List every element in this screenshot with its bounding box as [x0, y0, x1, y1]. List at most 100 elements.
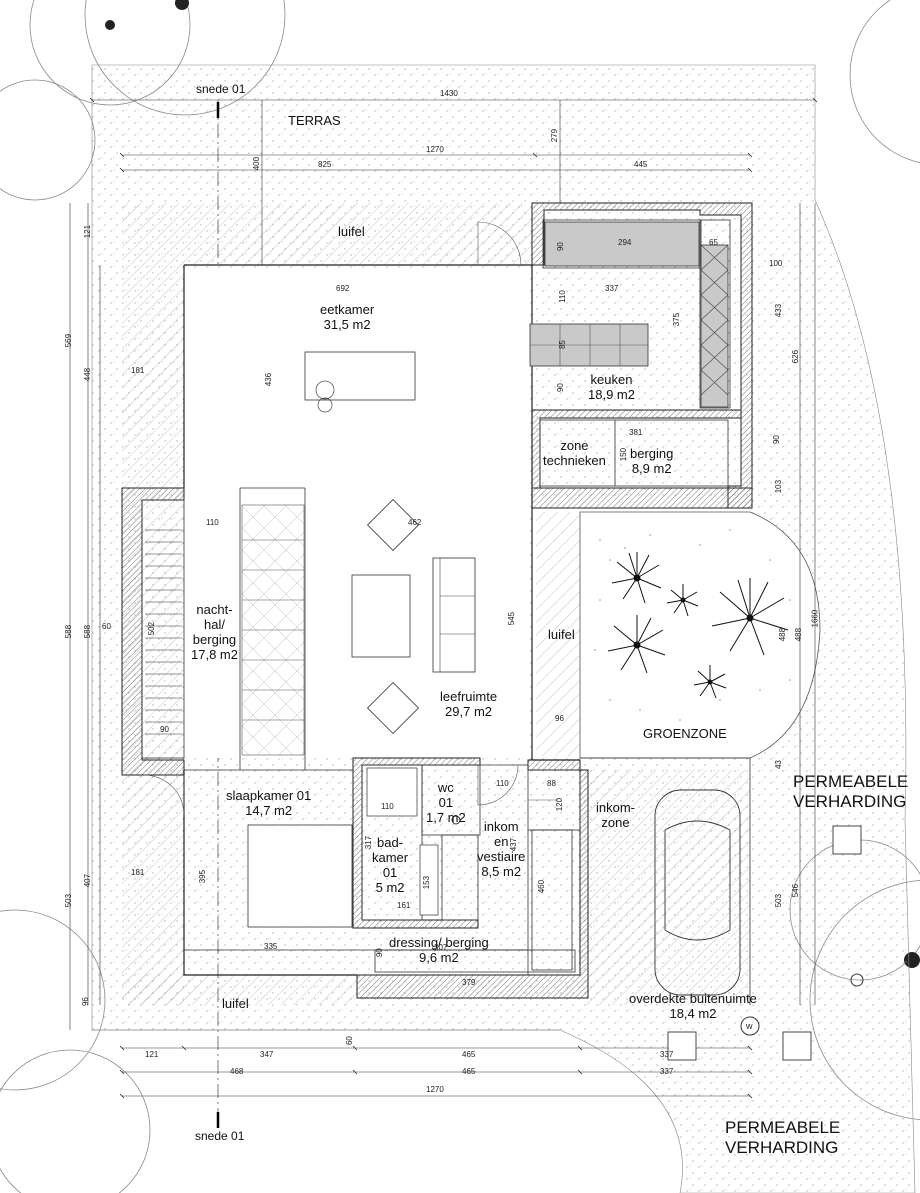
dim-379: 379: [462, 978, 476, 987]
water-meter-label: w: [746, 1021, 753, 1031]
dim-375: 375: [672, 312, 682, 327]
dim-545: 545: [507, 611, 517, 626]
dim-153: 153: [422, 875, 432, 890]
kitchen-counter: [544, 221, 700, 267]
dim-b1270: 1270: [426, 1085, 444, 1094]
dim-400: 400: [252, 156, 262, 171]
green-zone-speckles: [594, 529, 791, 721]
dim-b465b: 465: [462, 1067, 476, 1076]
dim-110b: 110: [206, 518, 219, 527]
living-area-white: [186, 268, 530, 756]
dim-337a: 337: [605, 284, 619, 293]
dim-181a: 181: [131, 366, 145, 375]
dim-692: 692: [336, 284, 350, 293]
dim-90d: 90: [160, 725, 169, 734]
dim-395: 395: [198, 869, 208, 884]
thick-walls: [121, 202, 753, 999]
dim-448: 448: [83, 367, 93, 382]
dim-90c: 90: [771, 435, 781, 445]
wc-bowl: [451, 815, 461, 825]
dim-b468: 468: [230, 1067, 244, 1076]
dim-502: 502: [147, 621, 157, 636]
room-inkomzone: inkom-zone: [596, 800, 636, 830]
coffee-table: [351, 574, 411, 658]
dim-588: 588: [64, 624, 74, 639]
dim-85: 85: [557, 340, 567, 350]
dim-90b: 90: [555, 383, 565, 393]
dining-table: [304, 351, 416, 401]
dim-120: 120: [555, 797, 565, 812]
dim-1270-top: 1270: [426, 145, 444, 154]
dim-546: 546: [791, 883, 801, 898]
label-terras: TERRAS: [288, 113, 341, 128]
dim-335: 335: [264, 942, 278, 951]
dim-407: 407: [83, 873, 93, 888]
dim-294: 294: [618, 238, 632, 247]
dim-825: 825: [318, 160, 332, 169]
dim-488a: 488: [778, 627, 788, 642]
dim-503: 503: [64, 893, 74, 908]
label-luifel-bottom: luifel: [222, 996, 249, 1011]
dim-488b: 488: [794, 627, 804, 642]
door-swings: [143, 221, 558, 816]
dim-100: 100: [769, 259, 783, 268]
dim-121-left: 121: [83, 224, 93, 239]
dim-445: 445: [634, 160, 648, 169]
dim-462: 462: [408, 518, 422, 527]
stair-treads: [145, 529, 182, 735]
dim-588b: 588: [83, 624, 93, 639]
tree-trunk: [105, 20, 115, 30]
dim-90e: 90: [374, 948, 384, 958]
dimension-lines: [69, 99, 816, 1097]
dim-437: 437: [509, 837, 519, 852]
luifel-top-zone: [122, 203, 532, 265]
dim-65: 65: [709, 238, 718, 247]
section-label-top: snede 01: [196, 82, 246, 96]
dim-181b: 181: [131, 868, 145, 877]
car-outline: [654, 789, 741, 996]
dim-96b: 96: [80, 997, 90, 1007]
dim-b347: 347: [260, 1050, 274, 1059]
chairs: [315, 380, 335, 413]
armchairs: [366, 498, 420, 735]
dim-150: 150: [619, 447, 629, 462]
label-luifel-top: luifel: [338, 224, 365, 239]
shower: [366, 767, 418, 817]
dim-626: 626: [791, 349, 801, 364]
dim-279: 279: [550, 128, 560, 143]
bed: [247, 824, 353, 928]
dim-1430: 1430: [440, 89, 458, 98]
dim-307: 307: [434, 943, 448, 952]
dim-503-right: 503: [774, 893, 784, 908]
section-label-bottom: snede 01: [195, 1129, 245, 1143]
washbasin: [419, 844, 439, 916]
dim-569: 569: [64, 333, 74, 348]
green-zone: [579, 511, 821, 759]
tree-symbols: [607, 552, 789, 699]
dim-436: 436: [264, 372, 274, 387]
label-luifel-mid: luifel: [548, 627, 575, 642]
dim-b337a: 337: [660, 1050, 674, 1059]
interior-walls: [141, 219, 731, 975]
dim-60a: 60: [102, 622, 111, 631]
dim-60b: 60: [344, 1036, 354, 1046]
dim-110c: 110: [496, 779, 509, 788]
dim-43: 43: [773, 760, 783, 770]
kitchen-tall-units: [700, 244, 729, 408]
dimension-ticks: [89, 97, 818, 1099]
dim-b465a: 465: [462, 1050, 476, 1059]
dim-103: 103: [774, 479, 784, 494]
dim-110d: 110: [381, 802, 394, 811]
dim-1660: 1660: [810, 609, 820, 628]
